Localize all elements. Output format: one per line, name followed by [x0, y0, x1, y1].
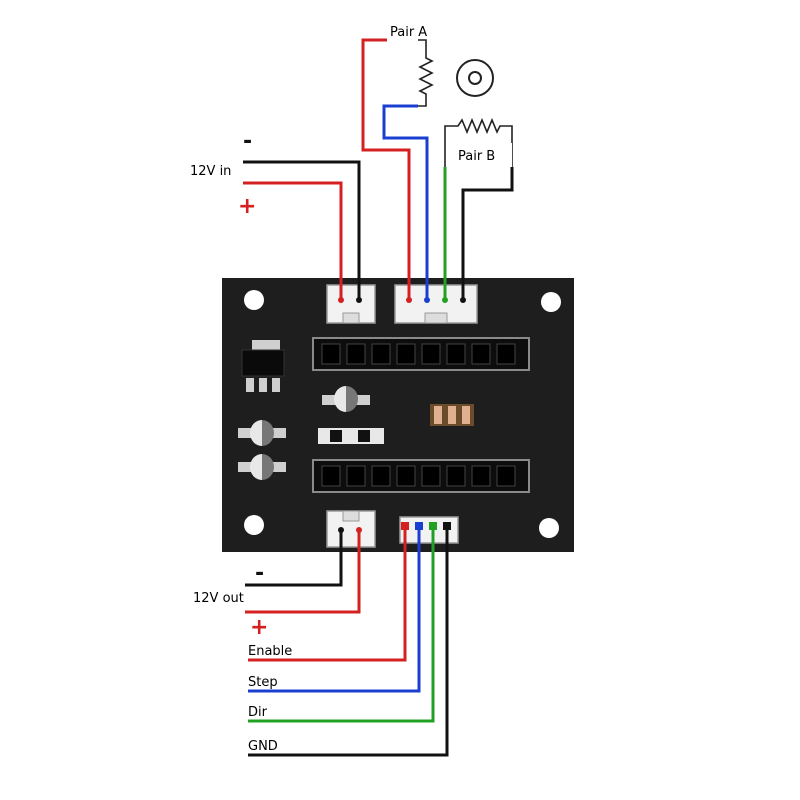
gnd-label: GND	[248, 739, 278, 754]
step-label: Step	[248, 675, 278, 690]
power-in-label: 12V in	[190, 164, 231, 179]
led-icon	[238, 420, 286, 446]
wire-pair-a-red	[361, 38, 411, 300]
wire-pair-a-blue	[382, 104, 429, 300]
power-out-connector	[326, 510, 376, 548]
wire-pair-b-black	[461, 167, 514, 300]
pair-a-label: Pair A	[390, 25, 427, 40]
power-out-label: 12V out	[193, 591, 244, 606]
power-out-minus-sign: -	[255, 561, 264, 586]
motor-connector	[394, 284, 478, 324]
resistor-array-icon	[430, 404, 474, 426]
wire-12v-in-minus	[243, 160, 361, 300]
pair-b-label: Pair B	[458, 149, 495, 164]
wire-12v-in-plus	[243, 181, 343, 300]
connector-pins	[338, 297, 466, 533]
wire-12v-out-minus	[245, 530, 343, 587]
power-in-connector	[326, 284, 376, 324]
led-icon	[322, 386, 370, 412]
wire-enable	[248, 528, 407, 662]
header-socket-bottom	[312, 459, 530, 493]
wire-step	[248, 528, 421, 693]
motor-shaft-icon	[456, 59, 494, 97]
mounting-hole-icon	[244, 290, 561, 538]
resistor-icon	[318, 428, 384, 444]
dir-label: Dir	[248, 705, 268, 720]
wire-dir	[248, 528, 435, 723]
power-in-minus-sign: -	[243, 129, 252, 154]
enable-label: Enable	[248, 644, 292, 659]
wire-gnd	[248, 528, 449, 757]
coil-a-icon	[418, 39, 434, 107]
regulator-icon	[241, 340, 285, 392]
led-icon	[238, 454, 286, 480]
coil-b-icon	[444, 117, 513, 167]
power-out-plus-sign: +	[250, 615, 268, 640]
power-in-plus-sign: +	[238, 194, 256, 219]
header-socket-top	[312, 337, 530, 371]
wire-12v-out-plus	[245, 530, 361, 614]
